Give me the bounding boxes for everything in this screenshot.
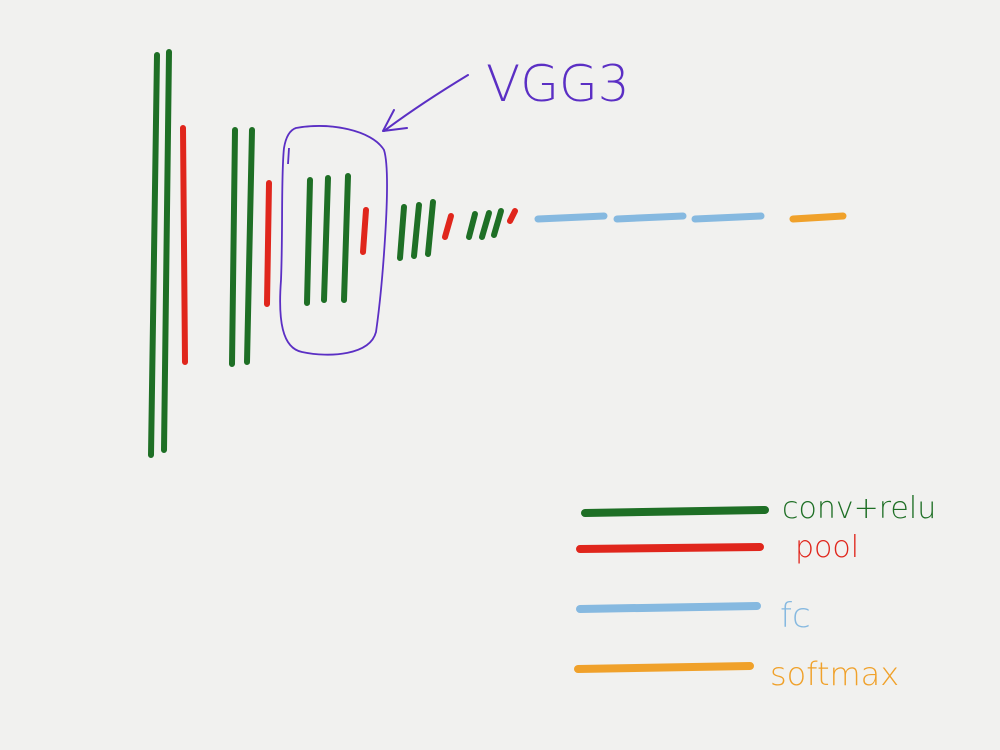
legend-label: conv+relu — [782, 491, 936, 526]
layer-pool — [264, 180, 272, 307]
block-3 — [304, 173, 369, 306]
layer-conv-relu — [491, 208, 504, 238]
vgg3-highlight-circle — [279, 125, 388, 356]
layer-conv-relu — [411, 202, 422, 259]
layer-softmax — [789, 212, 847, 223]
vgg3-annotation: VGG3 — [279, 55, 630, 356]
layer-conv-relu — [425, 199, 436, 257]
legend-item-fc: fc — [576, 596, 811, 636]
layer-conv-relu — [466, 211, 478, 240]
block-1 — [148, 49, 188, 458]
block-4 — [397, 199, 454, 261]
layer-conv-relu — [161, 49, 172, 453]
legend: conv+relu pool fc softmax — [574, 491, 936, 693]
layer-fc — [534, 212, 608, 223]
layer-conv-relu — [479, 210, 492, 240]
vgg3-arrowhead — [382, 109, 408, 132]
layer-conv-relu — [321, 175, 331, 303]
vgg3-label: VGG3 — [486, 55, 630, 113]
layer-pool — [442, 213, 454, 240]
layer-fc — [691, 212, 765, 223]
legend-item-conv-relu: conv+relu — [581, 491, 936, 526]
layer-pool — [360, 207, 369, 255]
legend-label: pool — [795, 530, 859, 565]
block-2 — [229, 127, 272, 367]
vgg3-tick — [287, 147, 290, 165]
legend-swatch — [574, 662, 754, 673]
legend-swatch — [576, 543, 764, 553]
legend-label: fc — [780, 596, 811, 636]
layer-conv-relu — [304, 177, 313, 306]
layer-conv-relu — [229, 127, 238, 367]
layer-conv-relu — [148, 52, 160, 458]
legend-label: softmax — [770, 655, 899, 693]
layer-stack — [148, 49, 847, 458]
layer-pool — [507, 208, 518, 224]
head — [534, 212, 847, 223]
layer-conv-relu — [244, 127, 255, 365]
legend-swatch — [581, 506, 769, 517]
vgg3-arrow — [383, 74, 469, 132]
layer-pool — [180, 125, 188, 365]
legend-swatch — [576, 602, 761, 613]
layer-conv-relu — [341, 173, 351, 303]
legend-item-pool: pool — [576, 530, 859, 565]
block-5 — [466, 208, 518, 240]
layer-fc — [613, 212, 687, 223]
legend-item-softmax: softmax — [574, 655, 899, 693]
layer-conv-relu — [397, 204, 407, 261]
